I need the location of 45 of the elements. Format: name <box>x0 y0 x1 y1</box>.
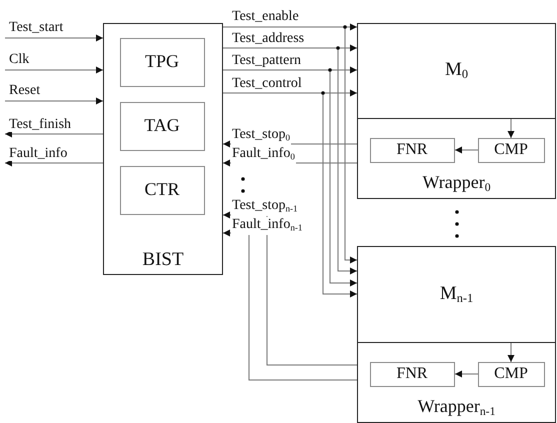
signal-label: Fault_info$_{0}$ <box>231 146 296 164</box>
signal-label: Test_address <box>231 31 306 46</box>
signal-arrow <box>222 230 358 380</box>
block-label: CMP <box>494 141 528 159</box>
signal-arrow <box>454 370 478 378</box>
memory-block <box>357 23 556 119</box>
block-label: CMP <box>494 365 528 383</box>
signal-label: Test_stop$_{n-1}$ <box>231 198 299 216</box>
unit-box <box>120 38 204 86</box>
block-label: FNR <box>396 365 428 383</box>
block-label: TPG <box>144 52 179 72</box>
unit-box <box>370 362 454 386</box>
signal-label: Fault_info$_{n-1}$ <box>231 217 304 236</box>
block-label: Wrapper$_{0}$ <box>422 173 491 195</box>
signal-label: Test_start <box>8 20 64 35</box>
bist-block <box>103 23 223 275</box>
wrapper-block <box>357 118 556 199</box>
signal-arrow <box>4 98 104 104</box>
block-label: FNR <box>396 141 428 159</box>
signal-label: Test_finish <box>8 117 72 132</box>
signal-label: Test_stop$_{0}$ <box>231 127 292 146</box>
signal-arrow <box>4 34 104 42</box>
signal-label: Test_control <box>231 76 303 91</box>
signal-arrow <box>4 66 104 74</box>
signal-label: Test_pattern <box>231 53 302 68</box>
block-label: Wrapper$_{n-1}$ <box>418 397 496 419</box>
unit-box <box>120 102 204 150</box>
block-label: TAG <box>144 116 180 136</box>
signal-arrow <box>454 146 478 154</box>
wrapper-block <box>357 342 556 423</box>
signal-label: Fault_info <box>8 146 68 161</box>
signal-arrow <box>508 118 514 138</box>
block-label: M$_{n-1}$ <box>440 284 474 306</box>
signal-arrow <box>4 130 104 138</box>
signal-arrow <box>4 160 104 166</box>
signal-arrow <box>508 342 514 362</box>
unit-box <box>370 138 454 162</box>
memory-block <box>357 246 556 343</box>
unit-box <box>478 138 544 162</box>
unit-box <box>478 362 544 386</box>
block-label: CTR <box>144 180 180 200</box>
block-label: M$_{0}$ <box>444 60 468 82</box>
block-label: BIST <box>142 250 184 271</box>
signal-label: Test_enable <box>231 9 300 24</box>
unit-box <box>120 166 204 214</box>
